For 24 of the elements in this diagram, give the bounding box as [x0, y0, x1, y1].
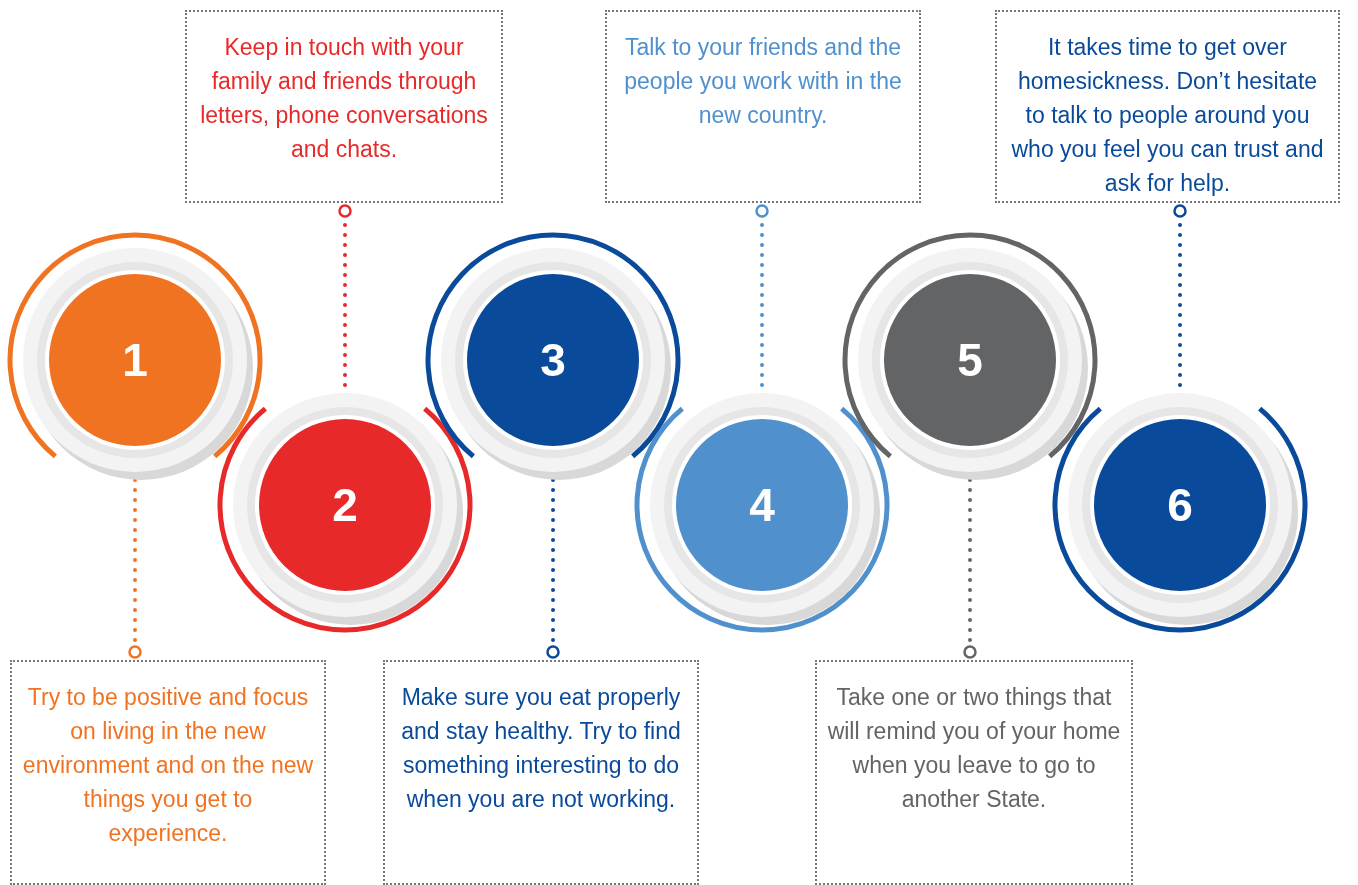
step-number: 1 [121, 333, 149, 387]
tip-text: Talk to your friends and the people you work with in the new country. [623, 33, 903, 130]
dotted-connector [128, 478, 142, 659]
dotted-connector [963, 478, 977, 659]
tip-text: Make sure you eat properly and stay healthy. Try to find something interesting to do when you are not working. [400, 683, 682, 814]
tip-box [383, 660, 699, 885]
tip-text: Keep in touch with your family and friends through letters, phone conversations and chats. [199, 33, 489, 164]
tip-text: It takes time to get over homesickness. Don’t hesitate to talk to people around you who you feel you can trust and ask for help. [1010, 33, 1325, 198]
tip-box [605, 10, 921, 203]
dotted-connector [1173, 204, 1187, 387]
tip-text: Try to be positive and focus on living in the new environment and on the new things you get to experience. [22, 683, 314, 848]
step-number: 6 [1166, 478, 1194, 532]
dotted-connector [546, 478, 560, 659]
step-number: 2 [331, 478, 359, 532]
step-number: 3 [539, 333, 567, 387]
step-number: 5 [956, 333, 984, 387]
dotted-connector [755, 204, 769, 387]
tip-box [815, 660, 1133, 885]
tip-text: Take one or two things that will remind you of your home when you leave to go to another State. [827, 683, 1121, 814]
tip-box [995, 10, 1340, 203]
tip-box [185, 10, 503, 203]
step-number: 4 [748, 478, 776, 532]
tip-box [10, 660, 326, 885]
dotted-connector [338, 204, 352, 387]
